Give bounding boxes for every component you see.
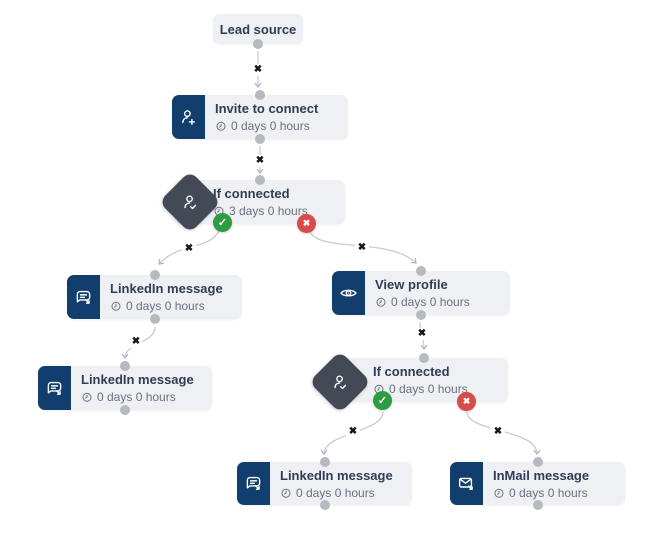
- node-title: Lead source: [219, 21, 297, 37]
- clock-icon: [376, 297, 386, 307]
- clock-icon: [82, 392, 92, 402]
- branch-yes-port[interactable]: ✓: [373, 391, 392, 410]
- chat-send-icon: [38, 366, 71, 410]
- node-title: If connected: [373, 364, 450, 379]
- connector-dot-bottom[interactable]: [319, 500, 330, 510]
- connector-dot-bottom[interactable]: [532, 500, 543, 510]
- node-title: LinkedIn message: [280, 467, 393, 483]
- connector-dot-bottom[interactable]: [416, 310, 426, 320]
- connector-dot-top[interactable]: [255, 90, 265, 100]
- connector-dot-bottom[interactable]: [120, 405, 130, 415]
- mail-send-icon: [450, 462, 483, 505]
- connector-dot-top[interactable]: [419, 353, 429, 363]
- connector-dot-top[interactable]: [532, 457, 543, 467]
- node-delay: 0 days 0 hours: [493, 486, 589, 500]
- node-delay: 0 days 0 hours: [215, 119, 318, 133]
- node-title: InMail message: [493, 467, 590, 483]
- connector-dot-top[interactable]: [255, 175, 265, 185]
- clock-icon: [281, 488, 291, 498]
- node-linkedin-message-1[interactable]: LinkedIn message 0 days 0 hours: [67, 270, 242, 324]
- clock-icon: [111, 301, 121, 311]
- delete-edge-button[interactable]: ✖: [252, 155, 268, 167]
- node-view-profile[interactable]: View profile 0 days 0 hours: [332, 266, 510, 320]
- delete-edge-button[interactable]: ✖: [181, 243, 197, 255]
- connector-dot-bottom[interactable]: [253, 39, 263, 49]
- node-title: LinkedIn message: [81, 372, 194, 387]
- node-title: LinkedIn message: [110, 281, 223, 296]
- delete-edge-button[interactable]: ✖: [414, 328, 430, 340]
- chat-send-icon: [237, 462, 270, 505]
- node-linkedin-message-3[interactable]: LinkedIn message 0 days 0 hours: [237, 457, 412, 510]
- connector-dot-top[interactable]: [149, 270, 160, 280]
- chat-send-icon: [67, 275, 100, 319]
- person-check-icon: [308, 350, 372, 414]
- node-title: Invite to connect: [215, 101, 319, 116]
- node-linkedin-message-2[interactable]: LinkedIn message 0 days 0 hours: [38, 361, 212, 415]
- clock-icon: [494, 488, 504, 498]
- node-invite-to-connect[interactable]: Invite to connect 0 days 0 hours: [172, 90, 348, 144]
- node-title: If connected: [213, 186, 290, 201]
- delete-edge-button[interactable]: ✖: [354, 242, 370, 254]
- branch-no-port[interactable]: ✖: [297, 214, 316, 233]
- node-delay: 0 days 0 hours: [81, 390, 194, 404]
- clock-icon: [216, 121, 226, 131]
- node-delay: 0 days 0 hours: [375, 295, 470, 309]
- delete-edge-button[interactable]: ✖: [250, 64, 266, 76]
- delete-edge-button[interactable]: ✖: [490, 426, 506, 438]
- person-check-icon: [158, 170, 222, 234]
- connector-dot-top[interactable]: [120, 361, 130, 371]
- connector-dot-bottom[interactable]: [149, 314, 160, 324]
- node-delay: 0 days 0 hours: [110, 299, 223, 313]
- connector-dot-top[interactable]: [416, 266, 426, 276]
- node-if-connected-2[interactable]: If connected 0 days 0 hours ✓ ✖: [308, 350, 508, 414]
- node-delay: 0 days 0 hours: [280, 486, 393, 500]
- node-inmail-message[interactable]: InMail message 0 days 0 hours: [450, 457, 625, 510]
- branch-no-port[interactable]: ✖: [457, 392, 476, 411]
- person-add-icon: [172, 95, 205, 139]
- node-lead-source[interactable]: Lead source: [213, 14, 303, 49]
- node-if-connected-1[interactable]: If connected 3 days 0 hours ✓ ✖: [158, 170, 345, 234]
- eye-icon: [332, 271, 365, 315]
- delete-edge-button[interactable]: ✖: [345, 426, 361, 438]
- connector-dot-bottom[interactable]: [255, 134, 265, 144]
- connector-dot-top[interactable]: [319, 457, 330, 467]
- node-title: View profile: [375, 277, 448, 292]
- delete-edge-button[interactable]: ✖: [128, 336, 144, 348]
- branch-yes-port[interactable]: ✓: [213, 213, 232, 232]
